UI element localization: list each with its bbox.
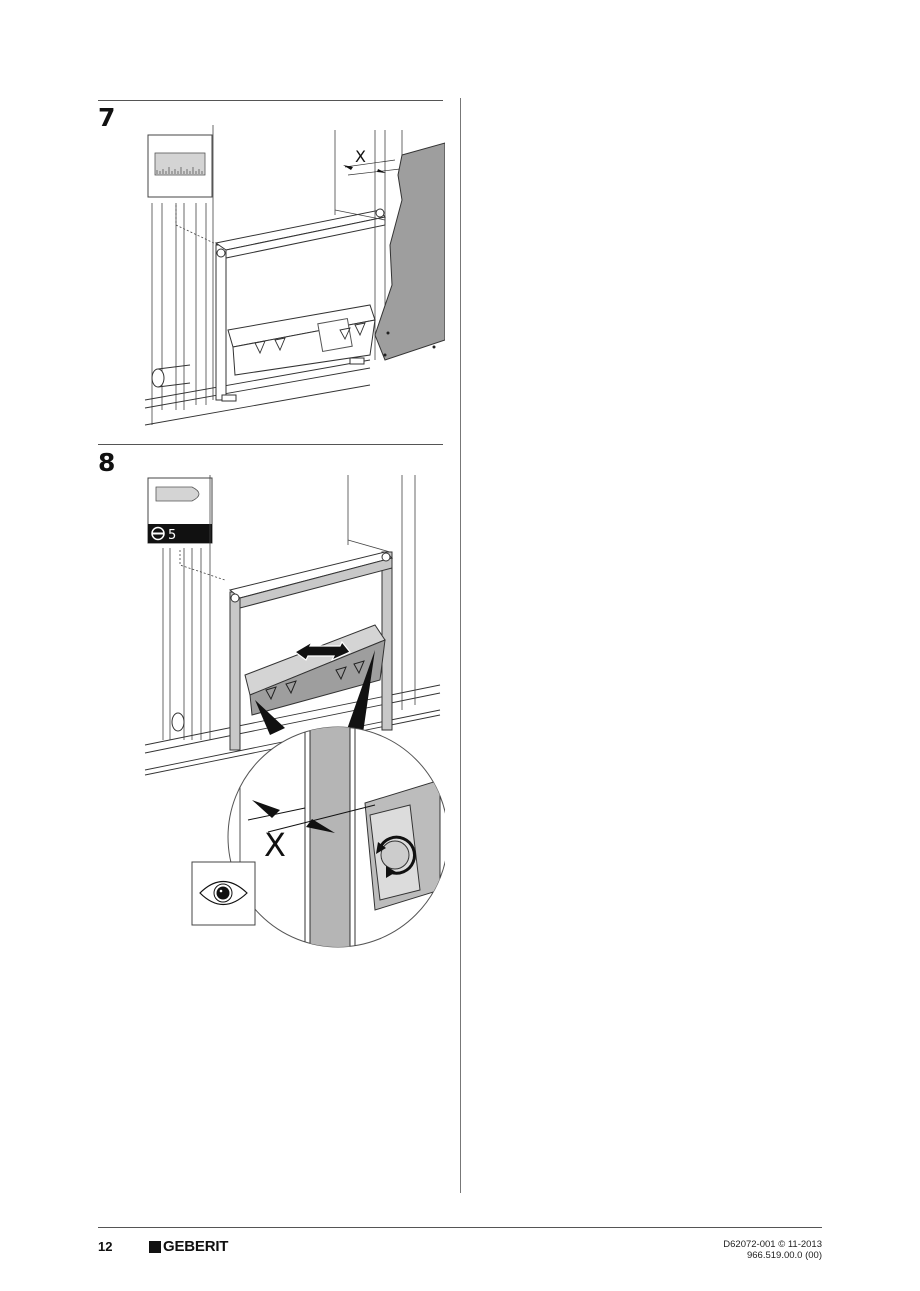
column-divider	[460, 98, 461, 1193]
brand-square-icon	[149, 1240, 161, 1253]
document-reference: D62072-001 © 11-2013 966.519.00.0 (00)	[723, 1239, 822, 1261]
step-number-8: 8	[98, 448, 116, 477]
step-7-illustration: X	[144, 125, 445, 426]
step-8-divider	[98, 444, 443, 445]
step-7-divider	[98, 100, 443, 101]
step-8-illustration: 5	[144, 475, 445, 948]
flat-screwdriver-icon: 5	[147, 477, 213, 544]
ruler-icon	[147, 134, 213, 198]
page-number: 12	[98, 1239, 113, 1254]
brand-name: GEBERIT	[163, 1238, 229, 1255]
footer-divider	[98, 1227, 822, 1228]
step-number-7: 7	[98, 103, 116, 132]
brand-logo: GEBERIT	[149, 1238, 228, 1255]
svg-text:X: X	[355, 147, 366, 166]
doc-ref-line-2: 966.519.00.0 (00)	[746, 1250, 822, 1261]
svg-text:X: X	[264, 826, 286, 864]
svg-text:5: 5	[168, 528, 176, 543]
eye-icon	[191, 861, 256, 926]
doc-ref-line-1: D62072-001 © 11-2013	[723, 1239, 822, 1250]
